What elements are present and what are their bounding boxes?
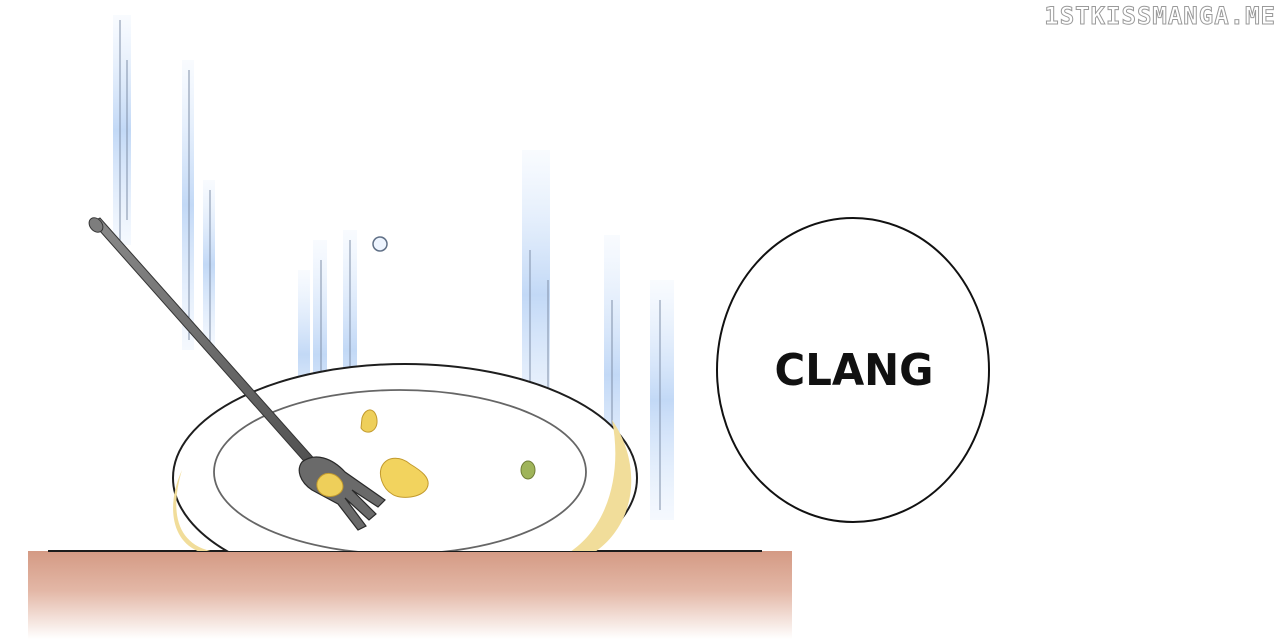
plate: [172, 363, 638, 551]
droplet: [372, 236, 388, 252]
table: [28, 550, 792, 639]
food-crumbs: [360, 409, 536, 498]
motion-lines: [113, 15, 674, 520]
fork: [88, 217, 386, 531]
sound-effect-bubble: [716, 217, 990, 523]
sound-effect-text: CLANG: [774, 345, 934, 396]
watermark: 1STKISSMANGA.ME: [1044, 2, 1276, 31]
